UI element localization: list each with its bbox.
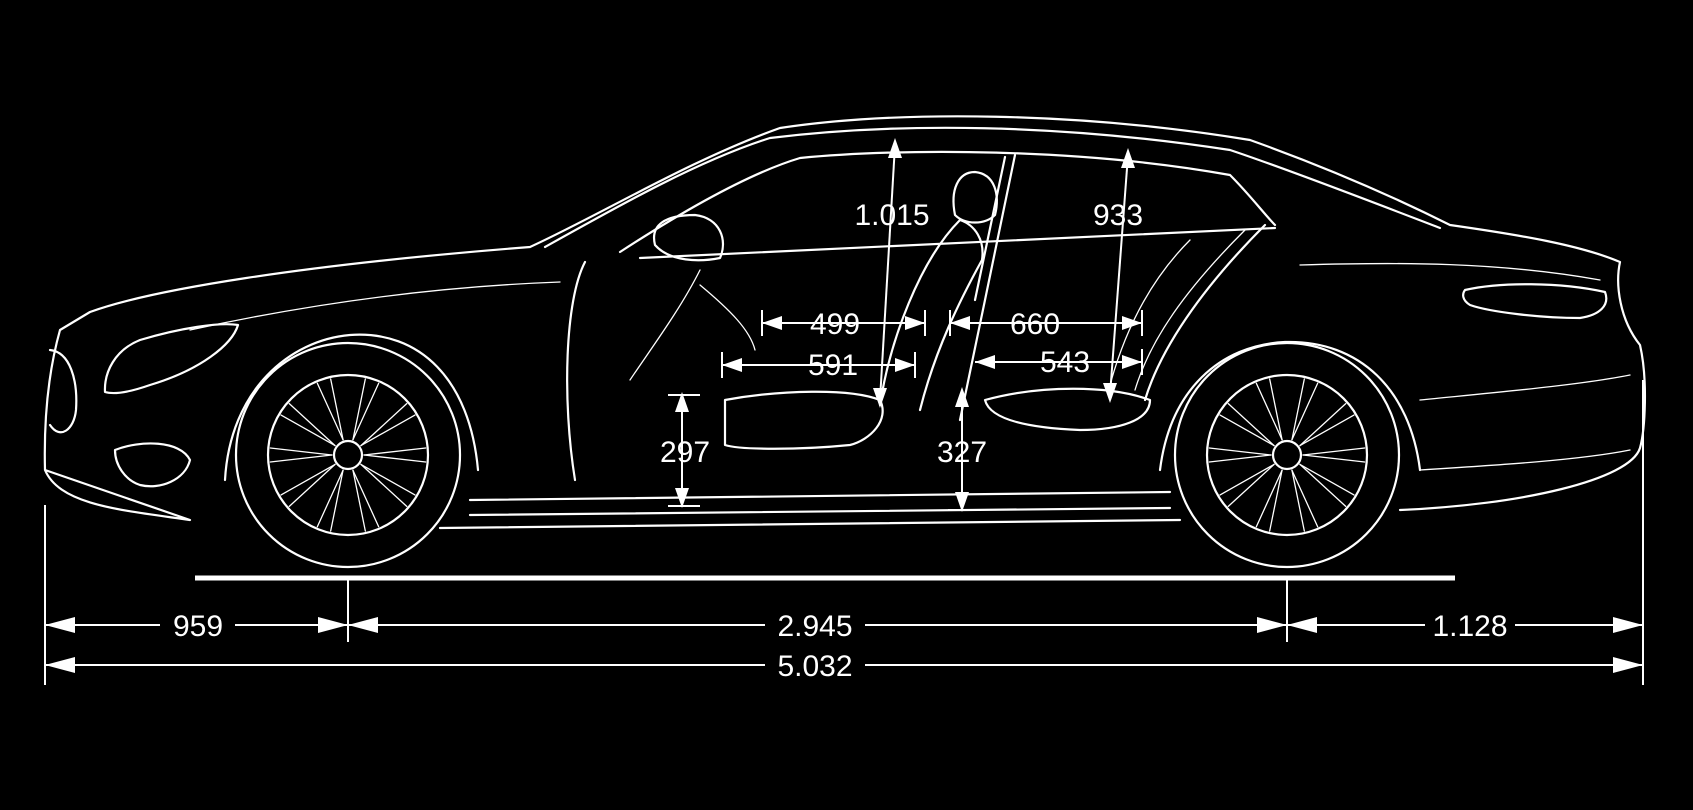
rear-bumper-line — [1419, 374, 1631, 401]
front-grille — [48, 348, 78, 434]
front-wheel — [234, 341, 462, 569]
wheel-spoke — [1302, 447, 1366, 456]
label-seat-height-rear: 327 — [937, 436, 987, 469]
door-handle-line — [629, 269, 701, 381]
rear-wheel — [1173, 341, 1401, 569]
wheel-spoke — [330, 378, 344, 441]
wheel-spoke — [1299, 414, 1355, 447]
wheel-spoke — [352, 469, 366, 532]
wheel-spoke — [360, 414, 416, 447]
wheel-spoke — [1227, 403, 1275, 447]
label-wheelbase: 2.945 — [777, 610, 852, 643]
wheel-spoke — [288, 463, 336, 507]
wheel-spoke — [288, 403, 336, 447]
rear-seat-back — [1109, 239, 1191, 386]
wheel-spoke — [316, 469, 344, 528]
wheel-spoke — [1219, 414, 1275, 447]
wheel-spoke — [1255, 382, 1283, 441]
front-wheel-arch — [223, 333, 480, 482]
wheel-spoke — [1208, 454, 1272, 463]
rear-diffuser-line — [1419, 449, 1631, 471]
wheel-spoke — [1291, 469, 1319, 528]
wheel-spoke — [363, 454, 427, 463]
label-front-overhang: 959 — [173, 610, 223, 643]
wheel-spoke — [1269, 378, 1283, 441]
wheel-spoke — [1299, 463, 1347, 507]
body-outline — [43, 115, 1647, 530]
b-pillar — [958, 153, 1017, 422]
interior-dimensions — [668, 138, 1143, 512]
wheel-spoke — [352, 382, 380, 441]
label-overall-length: 5.032 — [777, 650, 852, 683]
exterior-dimensions — [44, 380, 1644, 685]
label-shoulder-rear: 660 — [1010, 308, 1060, 341]
front-hub — [332, 439, 364, 471]
rear-character-line — [1299, 262, 1601, 281]
door-front-edge — [566, 260, 587, 482]
wheel-spoke — [1299, 403, 1347, 447]
wheel-spoke — [360, 403, 408, 447]
wheel-spoke — [280, 463, 336, 496]
c-pillar — [1143, 223, 1267, 402]
rear-tire — [1173, 341, 1401, 569]
wheel-spoke — [1208, 447, 1272, 456]
belt-line — [638, 226, 1277, 260]
wheel-spoke — [330, 469, 344, 532]
wheel-spoke — [316, 382, 344, 441]
wheel-spoke — [352, 378, 366, 441]
wheel-spoke — [280, 414, 336, 447]
wheel-spoke — [269, 454, 333, 463]
front-tire — [234, 341, 462, 569]
hood-line — [189, 281, 561, 331]
b-pillar-inner — [973, 155, 1007, 302]
label-seat-height-front: 297 — [660, 436, 710, 469]
label-rear-overhang: 1.128 — [1432, 610, 1507, 643]
wheel-spoke — [360, 463, 416, 496]
front-headrest — [952, 170, 998, 224]
roof-line — [543, 126, 1442, 249]
dimension-labels: 1.015 933 499 660 591 543 297 327 959 2.… — [173, 199, 1508, 683]
wheel-spoke — [1291, 382, 1319, 441]
wheel-spoke — [360, 463, 408, 507]
label-headroom-rear: 933 — [1093, 199, 1143, 232]
rear-rim — [1205, 373, 1369, 537]
wheel-spoke — [352, 469, 380, 528]
label-shoulder-front: 499 — [810, 308, 860, 341]
rear-wheel-arch — [1158, 340, 1422, 472]
dashboard-line — [699, 284, 756, 351]
sill-lower — [468, 506, 1172, 517]
front-air-intake — [113, 442, 192, 488]
headlight — [103, 323, 240, 395]
c-pillar-inner — [1134, 229, 1246, 391]
wheel-spoke — [1227, 463, 1275, 507]
wheel-spoke — [363, 447, 427, 456]
wheel-spoke — [1302, 454, 1366, 463]
front-seat-cushion — [723, 390, 884, 450]
side-mirror — [652, 213, 725, 262]
wheel-spoke — [1255, 469, 1283, 528]
label-legroom-rear: 543 — [1040, 346, 1090, 379]
window-line-top — [618, 150, 1277, 254]
wheel-spoke — [1291, 469, 1305, 532]
tail-light — [1462, 283, 1608, 320]
label-headroom-front: 1.015 — [854, 199, 929, 232]
front-rim — [266, 373, 430, 537]
sill-upper — [468, 490, 1172, 502]
rear-hub — [1271, 439, 1303, 471]
wheel-spoke — [269, 447, 333, 456]
wheel-spoke — [1269, 469, 1283, 532]
label-legroom-front: 591 — [808, 349, 858, 382]
wheel-spoke — [1291, 378, 1305, 441]
rear-seat-cushion — [983, 387, 1152, 432]
wheel-spoke — [1219, 463, 1275, 496]
wheel-spoke — [1299, 463, 1355, 496]
